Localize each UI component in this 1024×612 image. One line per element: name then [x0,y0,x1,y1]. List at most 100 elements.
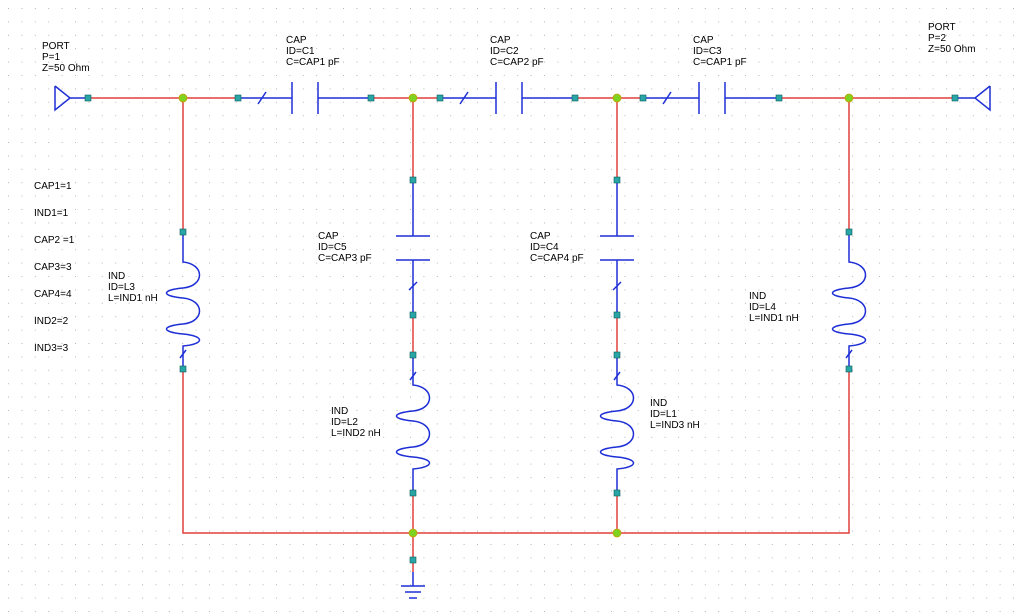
junction-node[interactable] [844,93,854,103]
grid-dot [879,249,880,251]
pin-marker[interactable] [613,351,621,359]
grid-dot [664,584,666,586]
pin-marker[interactable] [84,94,92,102]
capacitor-c5[interactable] [396,180,430,315]
equation-ind2[interactable]: IND2=2 [34,316,69,327]
capacitor-c4[interactable] [600,180,634,315]
pin-marker[interactable] [179,228,187,236]
pin-marker[interactable] [571,94,579,102]
pin-marker[interactable] [409,556,417,564]
inductor-l2[interactable] [395,355,431,493]
grid-dot [209,570,210,572]
grid-dot [329,48,331,50]
grid-dot [597,61,599,63]
grid-dot [436,276,438,277]
pin-marker[interactable] [436,94,444,102]
grid-dot [316,584,318,586]
grid-dot [1013,369,1014,371]
grid-dot [276,209,277,210]
grid-dot [423,262,425,264]
grid-dot [798,436,800,438]
grid-dot [423,463,425,465]
grid-dot [477,209,478,210]
grid-dot [61,490,63,492]
pin-marker[interactable] [639,94,647,102]
pin-marker[interactable] [951,94,959,102]
equation-ind1[interactable]: IND1=1 [34,208,69,219]
grid-dot [637,155,639,157]
equation-cap4[interactable]: CAP4=4 [34,289,72,300]
pin-marker[interactable] [775,94,783,102]
junction-node[interactable] [612,93,622,103]
grid-dot [637,222,639,224]
pin-marker[interactable] [234,94,242,102]
pin-marker[interactable] [845,228,853,236]
capacitor-c2[interactable] [440,82,575,114]
grid-dot [678,276,679,277]
junction-node[interactable] [612,528,622,538]
grid-dot [557,490,559,492]
port-1-symbol[interactable] [54,85,88,112]
grid-dot [21,343,23,344]
pin-marker[interactable] [367,94,375,102]
capacitor-c1[interactable] [238,82,371,114]
inductor-l3[interactable] [165,232,201,369]
pin-marker[interactable] [409,176,417,184]
pin-marker[interactable] [613,311,621,319]
grid-dot [88,517,90,519]
pin-marker[interactable] [179,365,187,373]
capacitor-c3[interactable] [643,82,779,114]
inductor-l1[interactable] [599,355,635,493]
c1-value: C=CAP1 pF [286,57,340,68]
grid-dot [758,423,760,425]
junction-node[interactable] [178,93,188,103]
grid-dot [302,168,304,170]
grid-dot [155,182,157,184]
inductor-l4[interactable] [831,232,867,369]
grid-dot [262,369,264,371]
grid-dot [101,8,103,9]
pin-marker[interactable] [409,351,417,359]
junction-node[interactable] [408,528,418,538]
junction-node[interactable] [408,93,418,103]
grid-dot [209,75,210,76]
grid-dot [785,329,787,331]
pin-marker[interactable] [613,489,621,497]
equation-cap1[interactable]: CAP1=1 [34,181,72,192]
grid-dot [21,557,23,559]
grid-dot [396,182,398,184]
grid-dot [785,182,787,184]
equation-ind3[interactable]: IND3=3 [34,343,69,354]
equation-cap2[interactable]: CAP2 =1 [34,235,75,246]
grid-dot [946,61,947,63]
grid-dot [664,276,666,277]
grid-dot [986,235,988,237]
grid-dot [691,356,693,358]
grid-dot [329,61,331,63]
grid-dot [651,597,653,599]
ground-symbol[interactable] [401,572,425,599]
grid-dot [624,517,626,519]
grid-dot [383,195,385,197]
grid-dot [731,436,733,438]
grid-dot [396,423,398,425]
pin-marker[interactable] [409,311,417,319]
grid-dot [892,75,894,76]
grid-dot [209,423,210,425]
grid-dot [570,289,572,291]
grid-dot [222,88,224,90]
pin-marker[interactable] [613,176,621,184]
grid-dot [276,570,277,572]
grid-dot [463,155,465,157]
pin-marker[interactable] [409,489,417,497]
grid-dot [276,155,277,157]
pin-marker[interactable] [845,365,853,373]
port-2-symbol[interactable] [955,85,991,112]
grid-dot [999,115,1001,117]
grid-dot [544,8,545,9]
grid-dot [838,249,840,251]
grid-dot [450,410,452,411]
equation-cap3[interactable]: CAP3=3 [34,262,72,273]
grid-dot [798,88,800,90]
